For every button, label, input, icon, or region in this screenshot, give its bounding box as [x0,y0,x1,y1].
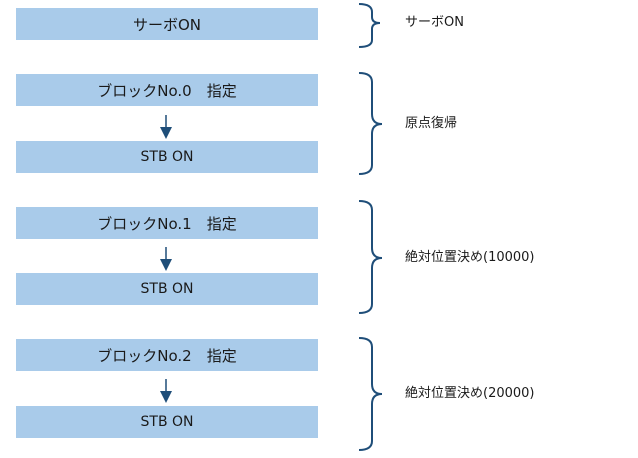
step-servo-on: サーボON [16,8,318,40]
label-homing: 原点復帰 [405,116,458,131]
bracket-abs-20000 [358,337,383,451]
label-abs-20000: 絶対位置決め(20000) [405,386,535,401]
step-block-0-select: ブロックNo.0 指定 [16,74,318,106]
step-stb-on-0: STB ON [16,141,318,173]
step-stb-on-1: STB ON [16,273,318,305]
step-block-2-select: ブロックNo.2 指定 [16,339,318,371]
step-block-1-select: ブロックNo.1 指定 [16,207,318,239]
step-stb-on-2: STB ON [16,406,318,438]
bracket-abs-10000 [358,200,383,314]
bracket-servo-on [358,3,381,48]
label-abs-10000: 絶対位置決め(10000) [405,250,535,265]
bracket-homing [358,72,383,175]
label-servo-on: サーボON [405,15,464,30]
